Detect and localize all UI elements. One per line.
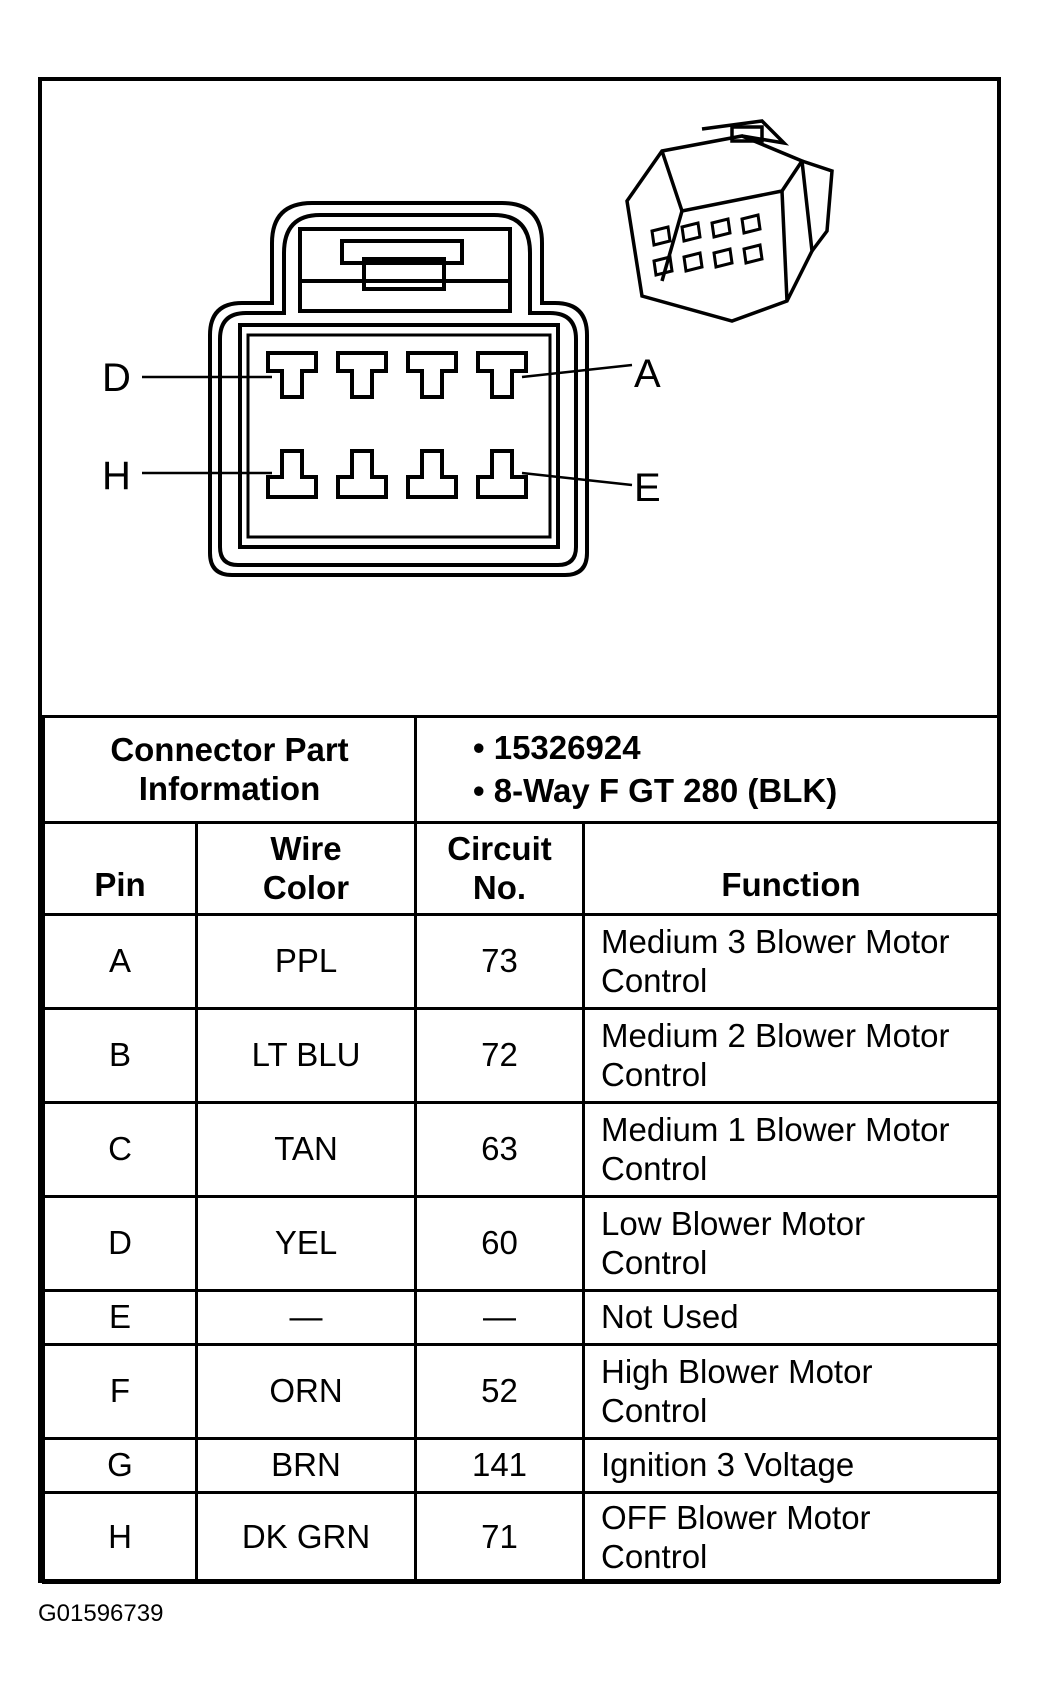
table-row: E — — Not Used — [42, 1289, 1000, 1346]
pin-b-cavity — [406, 351, 458, 399]
row-circuit: 71 — [414, 1491, 585, 1584]
row-wire-color: ORN — [195, 1343, 417, 1440]
connector-info-values: • 15326924 • 8-Way F GT 280 (BLK) — [414, 715, 1000, 824]
row-pin: E — [42, 1289, 198, 1346]
connector-face-drawing: D A H E — [102, 119, 834, 577]
pin-label-a: A — [634, 352, 661, 396]
row-wire-color: TAN — [195, 1101, 417, 1198]
row-circuit: 72 — [414, 1007, 585, 1104]
pin-e-cavity — [476, 449, 528, 499]
row-circuit: 63 — [414, 1101, 585, 1198]
latch-tab — [362, 257, 446, 291]
row-wire-color: LT BLU — [195, 1007, 417, 1104]
latch-outer — [298, 227, 512, 313]
connector-outer-shell — [208, 201, 589, 577]
pin-cavity-inner — [246, 333, 552, 539]
row-function: Not Used — [582, 1289, 1000, 1346]
connector-3d-cavities — [650, 213, 764, 277]
row-pin: B — [42, 1007, 198, 1104]
row-pin: A — [42, 913, 198, 1010]
row-pin: H — [42, 1491, 198, 1584]
pin-cavity-frame — [238, 323, 560, 549]
row-wire-color: BRN — [195, 1437, 417, 1494]
row-wire-color: DK GRN — [195, 1491, 417, 1584]
latch-inner — [340, 239, 464, 265]
pin-a-cavity — [476, 351, 528, 399]
header-wire-color: Wire Color — [195, 821, 417, 916]
connector-info-label-line1: Connector Part — [110, 730, 349, 768]
connector-3d-illustration — [625, 119, 834, 323]
row-pin: D — [42, 1195, 198, 1292]
row-circuit: 52 — [414, 1343, 585, 1440]
pin-f-cavity — [406, 449, 458, 499]
row-pin: C — [42, 1101, 198, 1198]
connector-part-number: • 15326924 — [473, 728, 641, 766]
bottom-row-pins — [266, 449, 528, 499]
pin-label-h: H — [102, 454, 131, 498]
connector-diagram: D A H E — [42, 81, 997, 715]
row-circuit: 141 — [414, 1437, 585, 1494]
row-pin: G — [42, 1437, 198, 1494]
leader-a — [521, 363, 633, 379]
row-wire-color: — — [195, 1289, 417, 1346]
header-circuit-no: Circuit No. — [414, 821, 585, 916]
table-row: G BRN 141 Ignition 3 Voltage — [42, 1437, 1000, 1494]
row-circuit: 73 — [414, 913, 585, 1010]
connector-info-label-line2: Information — [138, 769, 321, 807]
pin-g-cavity — [336, 449, 388, 499]
row-circuit: 60 — [414, 1195, 585, 1292]
pin-h-cavity — [266, 449, 318, 499]
top-row-pins — [266, 351, 528, 399]
figure-code: G01596739 — [38, 1600, 164, 1627]
header-function: Function — [582, 821, 1000, 916]
pin-label-d: D — [102, 356, 131, 400]
row-circuit: — — [414, 1289, 585, 1346]
pin-label-e: E — [634, 466, 661, 510]
connector-pinout-table: Connector Part Information • 15326924 • … — [42, 715, 1000, 1584]
table-header-row: Pin Wire Color Circuit No. Function — [42, 821, 1000, 916]
row-function: Ignition 3 Voltage — [582, 1437, 1000, 1494]
leader-e — [521, 471, 633, 487]
pin-c-cavity — [336, 351, 388, 399]
header-pin: Pin — [42, 821, 198, 916]
connector-type: • 8-Way F GT 280 (BLK) — [473, 771, 838, 809]
connector-info-row: Connector Part Information • 15326924 • … — [42, 715, 1000, 824]
row-pin: F — [42, 1343, 198, 1440]
connector-info-label: Connector Part Information — [42, 715, 417, 824]
diagram-frame: D A H E — [38, 77, 1001, 1584]
pin-d-cavity — [266, 351, 318, 399]
connector-inner-shell — [218, 213, 578, 567]
row-wire-color: PPL — [195, 913, 417, 1010]
row-wire-color: YEL — [195, 1195, 417, 1292]
